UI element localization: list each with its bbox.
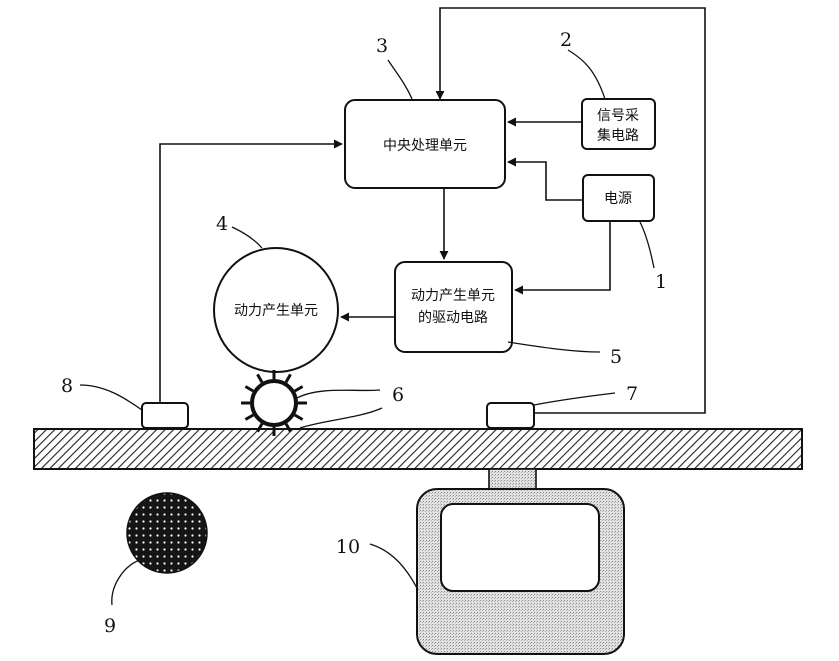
motor-label: 动力产生单元 (234, 303, 318, 319)
ref-10: 10 (336, 536, 360, 558)
gear-tooth (284, 423, 292, 433)
signal-acquisition-block: 信号采 集电路 (581, 98, 656, 150)
gear-tooth (284, 373, 292, 383)
gear-tooth (244, 413, 254, 421)
gear-icon (241, 370, 307, 436)
dotted-ball (126, 492, 208, 574)
leader-9 (111, 559, 141, 606)
ref-3: 3 (376, 35, 388, 57)
wire-power-to-cpu (507, 157, 583, 201)
wire-sensor7-to-cpu (435, 7, 706, 414)
leader-4 (231, 226, 263, 249)
device-stand (488, 468, 537, 491)
gear-tooth (294, 413, 304, 421)
ref-1: 1 (655, 271, 667, 293)
leader-6b (299, 407, 383, 429)
cpu-label: 中央处理单元 (383, 138, 467, 154)
motor-circle: 动力产生单元 (213, 247, 339, 373)
leader-6 (296, 389, 381, 399)
ref-8: 8 (61, 375, 73, 397)
leader-7 (533, 392, 616, 406)
leader-8 (79, 384, 143, 411)
gear-tooth (256, 373, 264, 383)
leader-10 (369, 543, 419, 591)
driver-label-line2: 的驱动电路 (418, 310, 488, 326)
sensor-8 (141, 402, 189, 429)
power-label: 电源 (604, 191, 632, 207)
ref-4: 4 (216, 213, 228, 235)
display-screen (440, 503, 600, 592)
driver-circuit-block: 动力产生单元 的驱动电路 (394, 261, 513, 353)
driver-label-line1: 动力产生单元 (411, 288, 495, 304)
ref-9: 9 (104, 615, 116, 637)
signal-label-line2: 集电路 (597, 127, 639, 144)
power-block: 电源 (582, 174, 655, 222)
base-plate (33, 428, 803, 470)
ref-6: 6 (392, 384, 404, 406)
ref-2: 2 (560, 29, 572, 51)
ref-7: 7 (626, 383, 638, 405)
gear-tooth (244, 385, 254, 393)
gear-tooth (256, 423, 264, 433)
leader-3 (387, 59, 413, 100)
display-device (416, 488, 625, 655)
wire-power-to-driver (514, 221, 611, 295)
ref-5: 5 (610, 346, 622, 368)
signal-label-line1: 信号采 (597, 108, 639, 124)
leader-5 (507, 341, 601, 353)
leader-1 (639, 221, 655, 269)
gear-tooth (294, 385, 304, 393)
cpu-block: 中央处理单元 (344, 99, 506, 189)
wire-sensor8-to-cpu (159, 139, 343, 402)
leader-2 (567, 49, 606, 100)
sensor-7 (486, 402, 535, 429)
